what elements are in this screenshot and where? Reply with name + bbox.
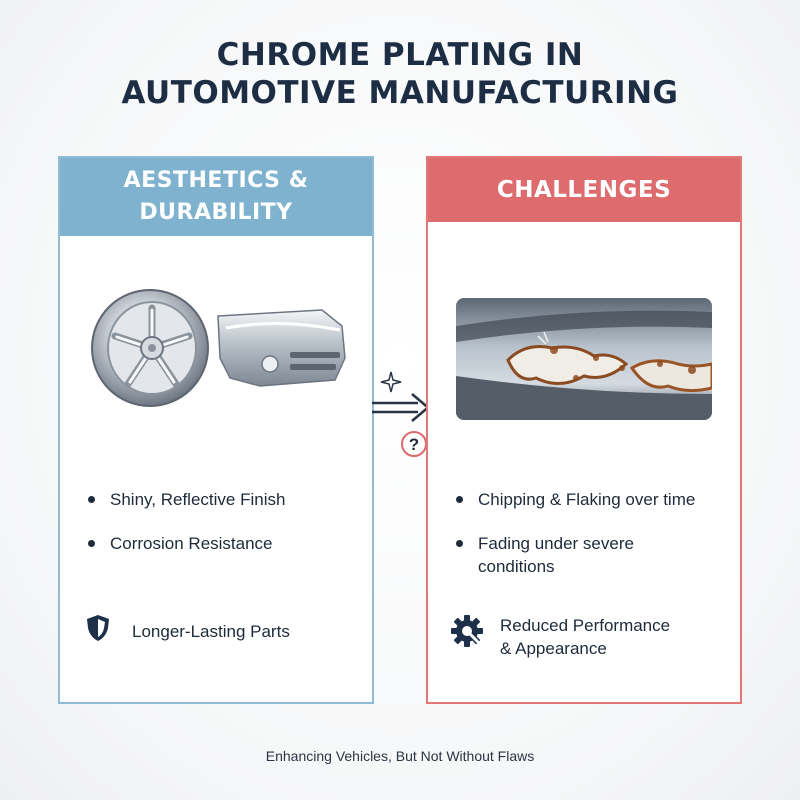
title-line-1: CHROME PLATING IN xyxy=(216,37,584,73)
chrome-bumper-image xyxy=(217,309,346,387)
caption: Enhancing Vehicles, But Not Without Flaw… xyxy=(265,748,535,764)
challenges-panel: CHALLENGES Chipping & Flak xyxy=(426,156,742,704)
challenges-panel-header: CHALLENGES xyxy=(428,158,740,222)
wheel-rim-image xyxy=(91,289,209,407)
challenges-heading: CHALLENGES xyxy=(496,177,672,203)
sparkle-icon xyxy=(380,371,402,393)
challenges-footer-line-2: & Appearance xyxy=(500,639,607,658)
aesthetics-heading-line-1: AESTHETICS & xyxy=(123,168,309,193)
bullet-dot xyxy=(456,496,463,503)
bullet-dot xyxy=(456,540,463,547)
aesthetics-bullet-1: Shiny, Reflective Finish xyxy=(110,490,286,509)
challenges-footer-line-1: Reduced Performance xyxy=(500,616,671,635)
aesthetics-panel-header: AESTHETICS & DURABILITY xyxy=(60,158,372,236)
question-mark: ? xyxy=(409,435,419,454)
bullet-dot xyxy=(88,540,95,547)
rusted-chrome-image xyxy=(456,298,712,420)
page-title: CHROME PLATING IN AUTOMOTIVE MANUFACTURI… xyxy=(0,36,800,112)
gear-icon xyxy=(451,615,483,647)
chrome-parts-image xyxy=(91,289,346,407)
aesthetics-heading-line-2: DURABILITY xyxy=(139,200,293,225)
bullet-dot xyxy=(88,496,95,503)
title-line-2: AUTOMOTIVE MANUFACTURING xyxy=(121,75,679,111)
aesthetics-footer: Longer-Lasting Parts xyxy=(132,622,290,641)
shield-icon xyxy=(87,615,109,641)
aesthetics-panel: AESTHETICS & DURABILITY xyxy=(58,156,374,704)
challenges-bullet-1: Chipping & Flaking over time xyxy=(478,490,696,509)
challenges-bullet-2-continued: conditions xyxy=(478,557,555,576)
arrow-right-icon xyxy=(372,393,430,422)
challenges-footer: Reduced Performance & Appearance xyxy=(500,614,670,660)
challenges-bullet-2: Fading under severe xyxy=(478,534,634,553)
aesthetics-bullet-2: Corrosion Resistance xyxy=(110,534,273,553)
comparison-connector: ? xyxy=(372,371,430,457)
